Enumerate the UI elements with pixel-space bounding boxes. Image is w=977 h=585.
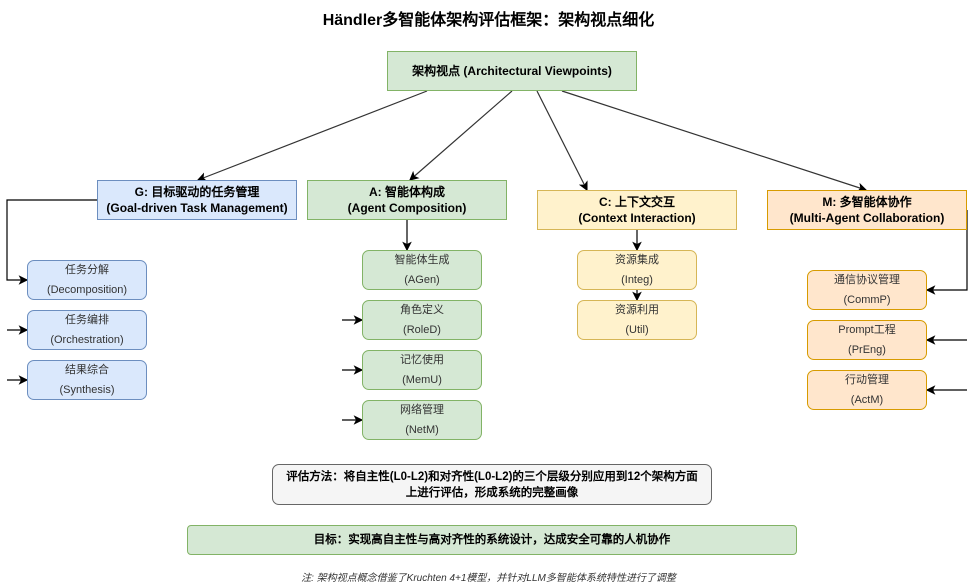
view-sublabel: (Context Interaction) [578,211,696,225]
aspect-orchestration: 任务编排 (Orchestration) [27,310,147,350]
root-label: 架构视点 (Architectural Viewpoints) [412,64,612,78]
aspect-actm: 行动管理 (ActM) [807,370,927,410]
aspect-code: (PrEng) [848,344,886,356]
view-node-goal-driven: G: 目标驱动的任务管理 (Goal-driven Task Management… [97,180,297,220]
aspect-agen: 智能体生成 (AGen) [362,250,482,290]
aspect-code: (Orchestration) [50,334,124,346]
goal-text: 目标：实现高自主性与高对齐性的系统设计，达成安全可靠的人机协作 [313,534,671,546]
aspect-label: 角色定义 [400,304,444,316]
footnote: 注: 架构视点概念借鉴了Kruchten 4+1模型，并针对LLM多智能体系统特… [301,573,676,584]
aspect-util: 资源利用 (Util) [577,300,697,340]
aspect-label: 资源利用 [615,304,659,316]
aspect-code: (Synthesis) [59,384,115,396]
goal-box: 目标：实现高自主性与高对齐性的系统设计，达成安全可靠的人机协作 [187,525,797,555]
aspect-commp: 通信协议管理 (CommP) [807,270,927,310]
aspect-label: 智能体生成 [394,254,450,266]
diagram-title: Händler多智能体架构评估框架：架构视点细化 [322,12,655,29]
aspect-label: 行动管理 [845,374,889,386]
aspect-code: (MemU) [402,374,442,386]
aspect-code: (Decomposition) [46,284,128,296]
evaluation-line2: 上进行评估，形成系统的完整画像 [405,486,579,499]
aspect-code: (RoleD) [403,324,441,336]
aspect-code: (NetM) [405,424,439,436]
aspect-netm: 网络管理 (NetM) [362,400,482,440]
aspect-roled: 角色定义 (RoleD) [362,300,482,340]
aspect-synthesis: 结果综合 (Synthesis) [27,360,147,400]
aspect-code: (Integ) [621,274,653,286]
aspect-preng: Prompt工程 (PrEng) [807,320,927,360]
aspect-label: 记忆使用 [400,354,444,366]
view-node-agent-composition: A: 智能体构成 (Agent Composition) [307,180,507,220]
aspect-label: 任务编排 [65,314,109,326]
aspect-label: 网络管理 [400,404,444,416]
aspect-code: (ActM) [850,394,884,406]
view-label: M: 多智能体协作 [822,195,912,209]
aspect-decomposition: 任务分解 (Decomposition) [27,260,147,300]
aspect-code: (CommP) [843,294,891,306]
view-node-context-interaction: C: 上下文交互 (Context Interaction) [537,190,737,230]
aspect-label: 结果综合 [65,364,109,376]
aspect-integ: 资源集成 (Integ) [577,250,697,290]
view-sublabel: (Multi-Agent Collaboration) [789,211,945,225]
aspect-label: Prompt工程 [838,324,896,336]
aspect-label: 任务分解 [65,264,109,276]
view-label: G: 目标驱动的任务管理 [134,185,260,199]
view-sublabel: (Goal-driven Task Management) [106,201,288,215]
aspect-label: 通信协议管理 [834,274,900,286]
view-node-multi-agent: M: 多智能体协作 (Multi-Agent Collaboration) [767,190,967,230]
view-sublabel: (Agent Composition) [347,201,467,215]
aspect-code: (AGen) [404,274,440,286]
view-label: A: 智能体构成 [369,185,445,199]
aspect-memu: 记忆使用 (MemU) [362,350,482,390]
root-node-architectural-viewpoints: 架构视点 (Architectural Viewpoints) [387,51,637,91]
view-label: C: 上下文交互 [599,195,675,209]
evaluation-method-box: 评估方法：将自主性(L0-L2)和对齐性(L0-L2)的三个层级分别应用到12个… [272,464,712,505]
evaluation-line1: 评估方法：将自主性(L0-L2)和对齐性(L0-L2)的三个层级分别应用到12个… [286,470,698,483]
aspect-code: (Util) [625,324,649,336]
aspect-label: 资源集成 [615,254,659,266]
